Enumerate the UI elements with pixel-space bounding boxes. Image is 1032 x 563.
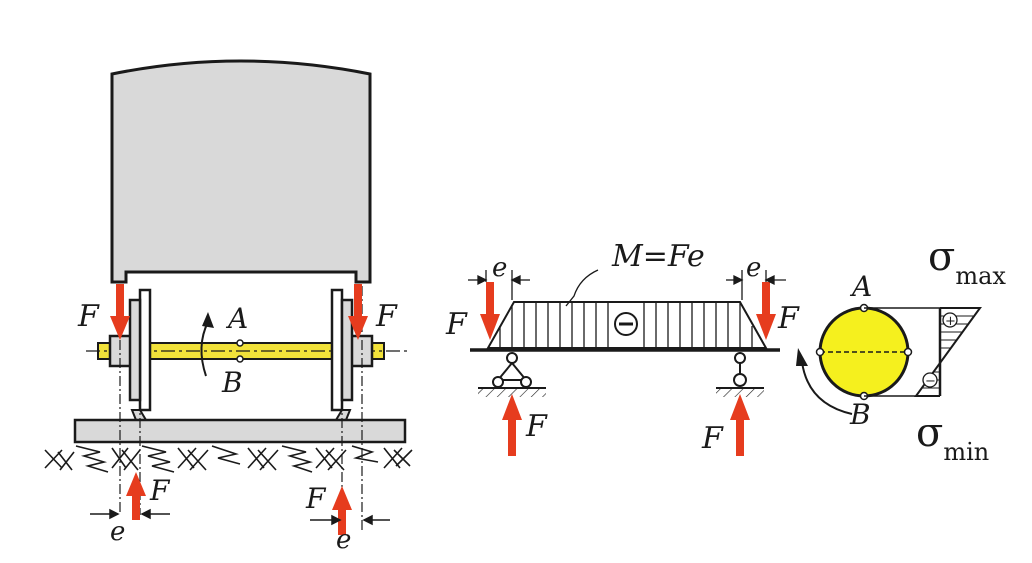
force-label-right: F [375, 299, 398, 334]
pinned-support-left [478, 352, 546, 397]
tension-sign-text: + [945, 314, 956, 329]
section-rotation-arrow [801, 361, 853, 415]
wheel-left [128, 288, 152, 421]
ground-ballast [44, 445, 413, 473]
beam-force-label-right: F [777, 301, 800, 336]
point-b-marker [236, 355, 244, 363]
eccentricity-label-right: e [336, 525, 351, 555]
cross-section-panel: + − A B σmax σmin [796, 234, 1006, 466]
sigma-min-label: σmin [916, 410, 989, 466]
point-b-label: B [221, 366, 243, 399]
reaction-arrow-up-left [126, 472, 146, 520]
beam-reaction-label-right: F [701, 421, 724, 456]
car-body [110, 59, 372, 284]
stress-distribution [864, 307, 982, 397]
force-label-left: F [77, 299, 100, 334]
force-arrow-down-left [110, 284, 130, 340]
rail-slab [73, 418, 407, 444]
eccentricity-marker-left [90, 508, 170, 520]
reaction-label-right: F [305, 482, 327, 515]
tension-sign [942, 312, 958, 328]
axle-box-left [108, 334, 134, 368]
reaction-label-left: F [149, 474, 171, 507]
point-a-label: A [225, 302, 248, 335]
eccentricity-marker-right [310, 514, 390, 526]
beam-force-label-left: F [445, 307, 468, 342]
force-arrow-down-right [348, 284, 368, 340]
railcar-panel: F F A B F F e e [44, 59, 413, 555]
beam-force-down-right [756, 282, 776, 340]
beam-model-panel: M=Fe [445, 239, 800, 456]
beam-reaction-label-left: F [525, 409, 548, 444]
compression-sign-text: − [925, 374, 936, 389]
beam-reaction-up-right [730, 394, 750, 456]
moment-hatching [499, 302, 753, 348]
roller-support-right [716, 352, 764, 397]
sigma-max-label: σmax [928, 234, 1006, 290]
compression-sign [922, 372, 938, 388]
wheel-right [330, 288, 354, 421]
beam-force-down-left [480, 282, 500, 340]
reaction-arrow-up-right [332, 486, 352, 535]
section-point-b-label: B [849, 398, 871, 431]
beam-eccentricity-label-left: e [492, 253, 507, 283]
beam-eccentricity-label-right: e [746, 253, 761, 283]
moment-label: M=Fe [611, 239, 705, 274]
sigma-max-subscript: max [955, 262, 1006, 290]
axle-box-right [348, 334, 374, 368]
sigma-min-subscript: min [943, 438, 989, 466]
section-point-a-label: A [849, 270, 872, 303]
eccentricity-label-left: e [110, 517, 125, 547]
point-a-marker [236, 339, 244, 347]
beam-reaction-up-left [502, 394, 522, 456]
